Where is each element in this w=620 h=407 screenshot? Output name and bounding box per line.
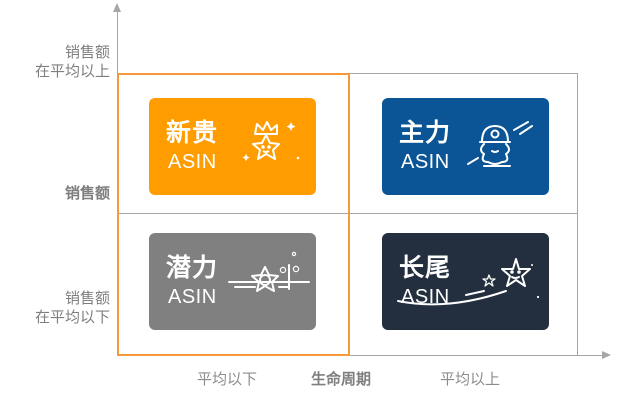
quadrant-card-new: 新贵 ASIN bbox=[149, 98, 316, 195]
card-title: 主力 bbox=[399, 118, 452, 147]
y-top-label: 销售额 在平均以上 bbox=[35, 43, 110, 81]
x-axis-title: 生命周期 bbox=[311, 370, 372, 388]
quadrant-card-potential: 潜力 ASIN bbox=[149, 233, 316, 330]
x-left-label: 平均以下 bbox=[197, 370, 258, 388]
shooting-star-icon bbox=[397, 258, 540, 306]
quadrant-midline bbox=[117, 213, 578, 214]
card-subtitle: ASIN bbox=[401, 151, 450, 173]
crowned-star-icon bbox=[242, 121, 300, 162]
highlight-column-below-average-lifecycle bbox=[117, 73, 350, 356]
bubbling-star-icon bbox=[228, 251, 310, 292]
y-bottom-label-line1: 销售额 bbox=[64, 289, 110, 307]
card-subtitle: ASIN bbox=[168, 286, 217, 308]
y-top-label-line1: 销售额 bbox=[64, 43, 110, 61]
helmet-star-icon bbox=[467, 121, 533, 167]
x-right-label: 平均以上 bbox=[440, 370, 501, 388]
card-title: 新贵 bbox=[166, 118, 219, 147]
card-subtitle: ASIN bbox=[168, 151, 217, 173]
y-top-label-line2: 在平均以上 bbox=[34, 62, 110, 80]
card-title: 长尾 bbox=[399, 253, 452, 282]
x-axis bbox=[117, 355, 603, 356]
y-bottom-label-line2: 在平均以下 bbox=[34, 308, 110, 326]
x-axis-arrow-icon bbox=[602, 351, 611, 359]
quadrant-card-longtail: 长尾 ASIN bbox=[382, 233, 549, 330]
y-bottom-label: 销售额 在平均以下 bbox=[35, 289, 110, 327]
quadrant-card-core: 主力 ASIN bbox=[382, 98, 549, 195]
card-title: 潜力 bbox=[166, 253, 219, 282]
y-axis-arrow-icon bbox=[113, 3, 121, 12]
y-axis-title: 销售额 bbox=[64, 184, 110, 202]
